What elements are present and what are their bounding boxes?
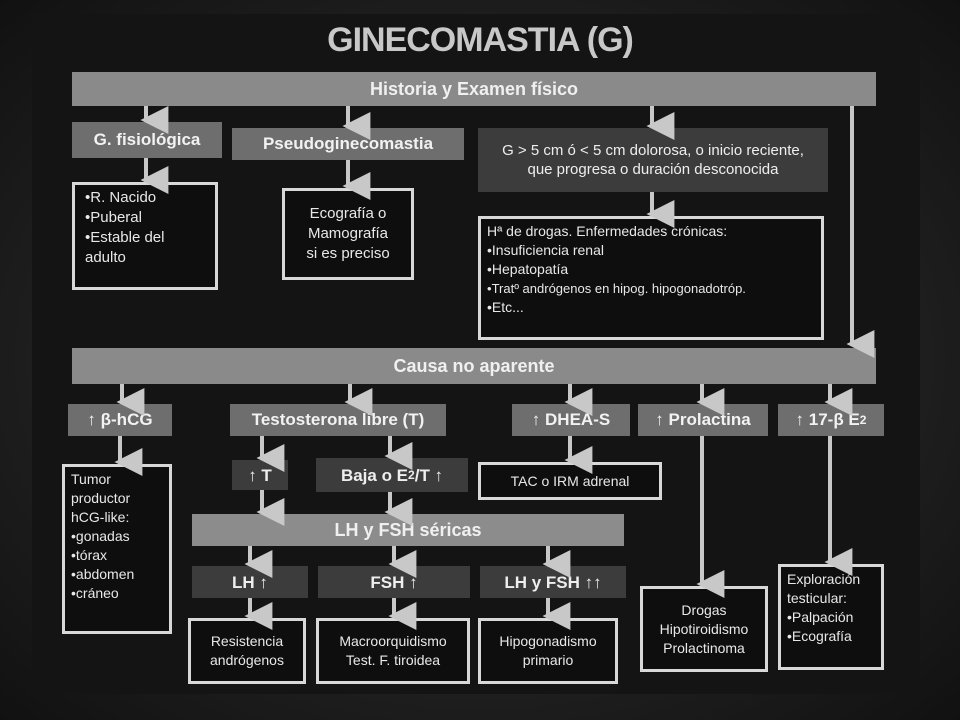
history-exam-bar: Historia y Examen físico (72, 72, 876, 106)
box-line: primario (522, 652, 574, 668)
drugs-diseases-box: Hª de drogas. Enfermedades crónicas: Ins… (478, 216, 824, 340)
list-item: Etc... (487, 298, 815, 317)
list-item: Insuficiencia renal (487, 241, 815, 260)
box-line: Test. F. tiroidea (345, 652, 441, 668)
free-testosterone-header: Testosterona libre (T) (230, 404, 446, 436)
list-item: Palpación (787, 608, 875, 627)
list-item: Hepatopatía (487, 260, 815, 279)
low-t-prefix: Baja o E (340, 465, 409, 485)
list-item: Tratº andrógenos en hipog. hipogonadotró… (487, 279, 815, 298)
list-item: Ecografía (787, 627, 875, 646)
box-line: hCG-like: (71, 509, 130, 525)
pseudo-box: Ecografía o Mamografía si es preciso (282, 188, 414, 280)
list-item: tórax (71, 546, 163, 565)
list-item: gonadas (71, 527, 163, 546)
prolactin-header: ↑ Prolactina (638, 404, 768, 436)
prolactin-causes-box: Drogas Hipotiroidismo Prolactinoma (640, 586, 768, 672)
box-line: testicular: (787, 590, 847, 606)
box-line: productor (71, 490, 131, 506)
testicular-exam-box: Exploración testicular: Palpación Ecogra… (778, 564, 884, 670)
list-item: R. Nacido (85, 188, 209, 208)
list-item: Estable del adulto (85, 228, 209, 268)
list-item: abdomen (71, 565, 163, 584)
box-line: Prolactinoma (663, 639, 745, 656)
criteria-line: que progresa o duración desconocida (527, 161, 779, 178)
low-t-suffix: /T ↑ (414, 465, 444, 485)
list-item: cráneo (71, 584, 163, 603)
box-line: Hipotiroidismo (659, 620, 749, 637)
estradiol-sub: 2 (859, 413, 867, 427)
macroorchidism-box: Macroorquidismo Test. F. tiroidea (316, 618, 470, 684)
list-item: Puberal (85, 208, 209, 228)
box-line: andrógenos (210, 652, 284, 668)
box-line: Mamografía (307, 225, 389, 242)
criteria-line: G > 5 cm ó < 5 cm dolorosa, o inicio rec… (502, 142, 804, 159)
box-line: si es preciso (306, 245, 390, 262)
hcg-tumor-box: Tumor productor hCG-like: gonadas tórax … (62, 464, 172, 634)
box-line: Ecografía o (309, 205, 387, 222)
slide-title: GINECOMASTIA (G) (327, 21, 634, 59)
low-t-sub: 2 (408, 467, 415, 482)
box-line: Macroorquidismo (339, 633, 447, 649)
box-line: Resistencia (210, 633, 284, 649)
box-line: Drogas (681, 601, 727, 618)
no-apparent-cause-bar: Causa no aparente (72, 348, 876, 384)
dhea-s-header: ↑ DHEA-S (512, 404, 630, 436)
box-line: Hipogonadismo (499, 633, 597, 649)
box-line: Tumor (71, 471, 111, 487)
